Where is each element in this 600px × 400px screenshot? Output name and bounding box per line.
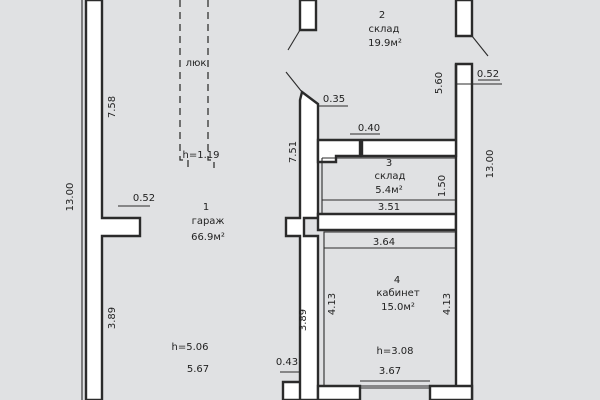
office-height-label: h=3.08 bbox=[377, 346, 414, 357]
office-top-label: 3.64 bbox=[373, 237, 395, 248]
office-bottom-label: 3.67 bbox=[379, 366, 401, 377]
office-bottom-wall-right bbox=[428, 384, 474, 400]
mid-upper-dim: 7.51 bbox=[288, 141, 299, 163]
hatch-height-label: h=1.19 bbox=[183, 150, 220, 161]
upper-door-right bbox=[454, 0, 474, 38]
room-4-number: 4 bbox=[394, 275, 400, 286]
left-overall-dim: 13.00 bbox=[65, 183, 76, 212]
room-3-number: 3 bbox=[386, 158, 392, 169]
store3-width-label: 3.51 bbox=[378, 202, 400, 213]
room-4-name: кабинет bbox=[376, 288, 420, 299]
office-right-label: 4.13 bbox=[442, 293, 453, 315]
garage-height-label: h=5.06 bbox=[172, 342, 209, 353]
room-1-name: гараж bbox=[192, 216, 225, 227]
room-2-name: склад bbox=[369, 24, 400, 35]
garage-width-dim: 5.67 bbox=[187, 364, 209, 375]
store3-top-wall bbox=[316, 138, 362, 164]
room-3-area: 5.4м² bbox=[375, 185, 402, 196]
left-notch-label: 0.52 bbox=[133, 193, 155, 204]
right-overall-dim: 13.00 bbox=[485, 150, 496, 179]
top-notch-label: 0.35 bbox=[323, 94, 345, 105]
upper-door-swing-left-2 bbox=[285, 71, 303, 93]
room-2-area: 19.9м² bbox=[368, 38, 402, 49]
room-3-name: склад bbox=[375, 171, 406, 182]
mid-lower-dim: 3.89 bbox=[298, 309, 309, 331]
store3-notch-label: 0.40 bbox=[358, 123, 380, 134]
mid-notch-label: 0.43 bbox=[276, 357, 298, 368]
room-4-area: 15.0м² bbox=[381, 302, 415, 313]
hatch-label: люк bbox=[186, 58, 207, 69]
office-window bbox=[360, 380, 430, 389]
store3-height-label: 1.50 bbox=[437, 175, 448, 197]
left-outer-wall bbox=[84, 0, 142, 400]
office-left-label: 4.13 bbox=[327, 293, 338, 315]
right-upper-dim: 5.60 bbox=[434, 72, 445, 94]
right-notch-wall bbox=[360, 64, 458, 158]
upper-door-swing-left bbox=[287, 29, 301, 51]
hatch-outline bbox=[179, 0, 215, 168]
left-lower-dim: 3.89 bbox=[107, 307, 118, 329]
office-bottom-wall bbox=[316, 384, 362, 400]
upper-door-swing-right bbox=[471, 35, 489, 57]
right-outer-wall bbox=[454, 62, 474, 400]
room-1-number: 1 bbox=[203, 202, 209, 213]
store3-bottom-wall bbox=[316, 212, 458, 232]
room-2-number: 2 bbox=[379, 10, 385, 21]
upper-door-left bbox=[298, 0, 318, 32]
right-notch-label: 0.52 bbox=[477, 69, 499, 80]
room-1-area: 66.9м² bbox=[191, 232, 225, 243]
left-upper-dim: 7.58 bbox=[107, 96, 118, 118]
